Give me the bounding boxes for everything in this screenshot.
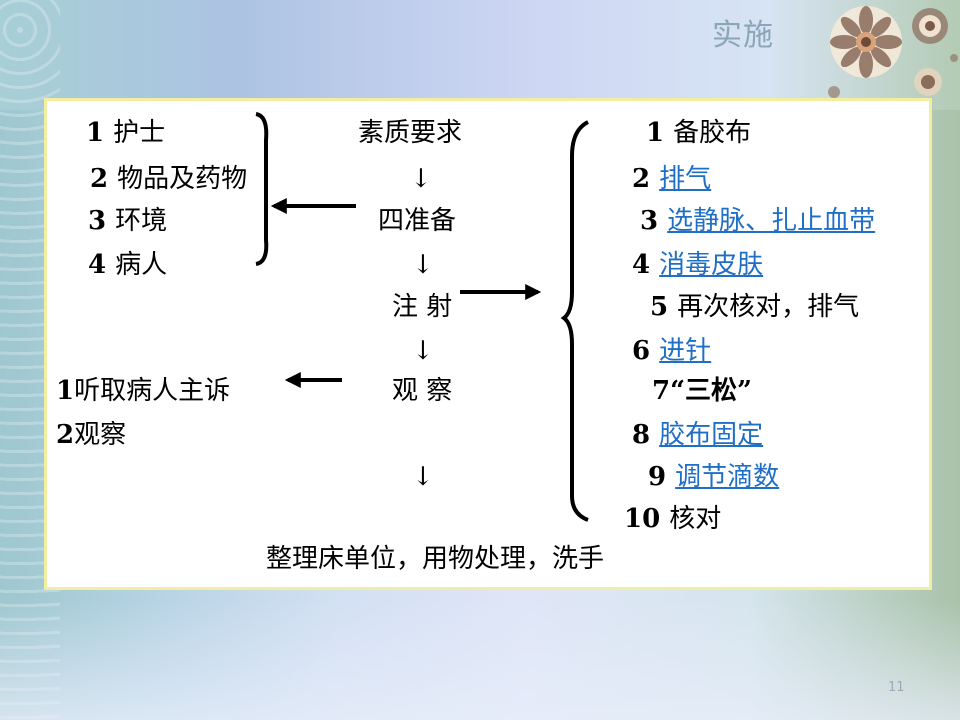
flow-arrow-3: ↓ <box>412 336 434 366</box>
flower-decoration-icon <box>828 6 958 98</box>
inject-step-3-link[interactable]: 选静脉、扎止血带 <box>667 206 876 236</box>
content-panel <box>44 98 932 590</box>
flow-step-prepare: 四准备 <box>378 206 457 236</box>
inject-step-5: 5 再次核对，排气 <box>650 292 860 322</box>
inject-step-10: 10 核对 <box>624 504 722 534</box>
slide-background-bottom <box>0 600 960 720</box>
observe-item-1: 1听取病人主诉 <box>56 376 231 406</box>
inject-step-1: 1 备胶布 <box>646 118 752 148</box>
left-item-4: 4 病人 <box>88 250 168 280</box>
slide-title: 实施 <box>712 18 774 53</box>
flow-step-quality: 素质要求 <box>358 118 463 148</box>
flow-step-inject: 注 射 <box>392 292 453 322</box>
inject-step-8: 8 胶布固定 <box>632 420 764 450</box>
flow-arrow-1: ↓ <box>410 164 432 194</box>
observe-item-2: 2观察 <box>56 420 127 450</box>
page-number: 11 <box>888 680 905 695</box>
left-item-3: 3 环境 <box>88 206 168 236</box>
flow-step-observe: 观 察 <box>392 376 453 406</box>
inject-step-2-link[interactable]: 排气 <box>659 164 712 194</box>
inject-step-4: 4 消毒皮肤 <box>632 250 764 280</box>
inject-step-8-link[interactable]: 胶布固定 <box>659 420 764 450</box>
flow-final-step: 整理床单位，用物处理，洗手 <box>266 544 605 574</box>
slide-background-top <box>0 0 960 110</box>
left-item-2: 2 物品及药物 <box>90 164 248 194</box>
inject-step-7: 7“三松” <box>652 376 753 406</box>
flow-arrow-4: ↓ <box>412 462 434 492</box>
inject-step-9-link[interactable]: 调节滴数 <box>675 462 780 492</box>
flow-arrow-2: ↓ <box>412 250 434 280</box>
inject-step-4-link[interactable]: 消毒皮肤 <box>659 250 764 280</box>
inject-step-6: 6 进针 <box>632 336 712 366</box>
inject-step-2: 2 排气 <box>632 164 712 194</box>
inject-step-3: 3 选静脉、扎止血带 <box>640 206 876 236</box>
inject-step-6-link[interactable]: 进针 <box>659 336 712 366</box>
left-item-1: 1 护士 <box>86 118 166 148</box>
inject-step-9: 9 调节滴数 <box>648 462 780 492</box>
